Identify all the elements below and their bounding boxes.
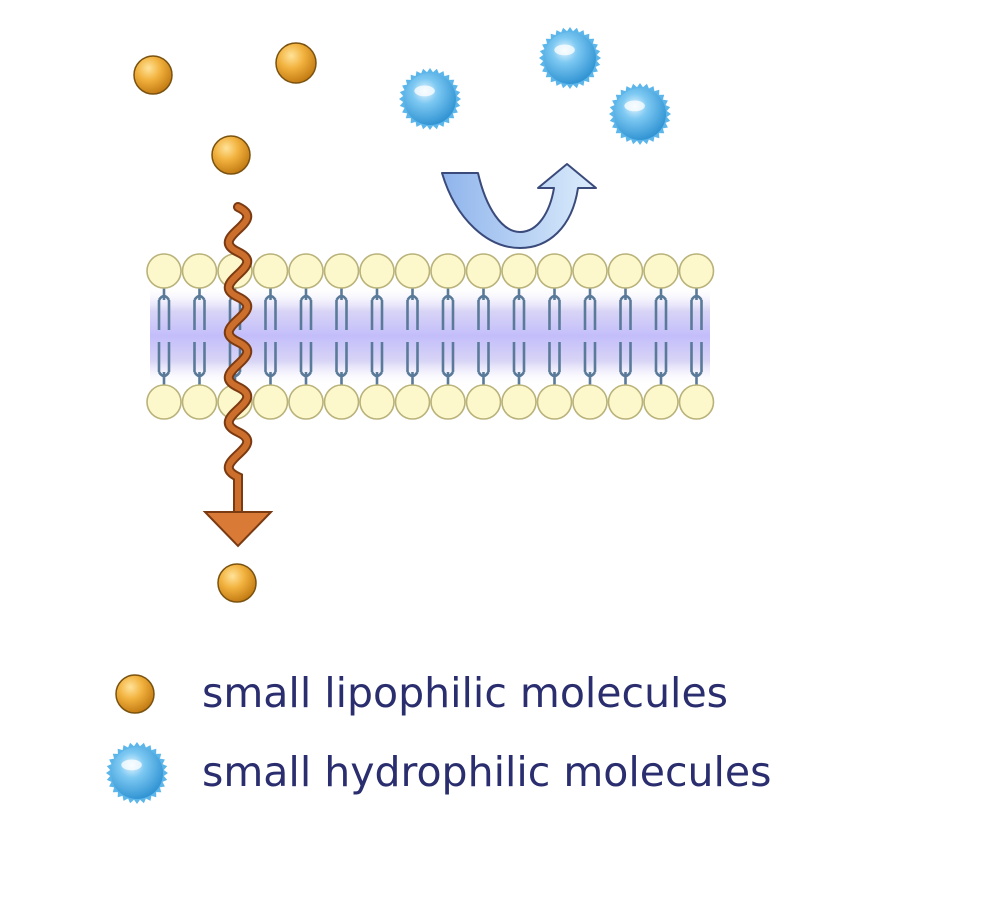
molecule-highlight	[121, 759, 142, 771]
molecule-body	[404, 73, 456, 125]
lipid-head	[465, 384, 502, 420]
lipid-head	[430, 384, 466, 420]
lipid-head	[288, 253, 324, 289]
lipid-head	[146, 253, 182, 289]
legend-item-hydrophilic: small hydrophilic molecules	[106, 742, 771, 804]
lipid-tail	[406, 342, 419, 386]
lipid-tails	[157, 288, 703, 386]
lipid-tail	[690, 288, 703, 330]
lipid-head	[572, 253, 608, 289]
lipid-head	[288, 384, 324, 420]
lipid-head	[394, 384, 431, 420]
lipid-head	[181, 253, 218, 289]
molecule-highlight	[554, 44, 575, 56]
lipophilic-molecule-icon	[217, 563, 257, 603]
lipid-head	[359, 253, 395, 289]
legend-item-lipophilic: small lipophilic molecules	[115, 669, 728, 717]
lipophilic-molecule-icon	[115, 674, 155, 714]
lipid-head	[323, 253, 360, 289]
lipid-tail	[157, 342, 171, 386]
hydrophilic-molecule-icon	[106, 742, 168, 804]
lipid-tail	[193, 342, 206, 386]
lipid-tail	[477, 342, 490, 386]
lipid-tail	[157, 288, 171, 330]
molecule-body	[111, 747, 163, 799]
lipid-tail	[406, 288, 419, 330]
lipid-head	[359, 384, 395, 420]
lipid-heads-top	[146, 253, 715, 289]
lipid-tail	[335, 288, 348, 330]
lipid-head	[252, 253, 289, 289]
lipid-head	[181, 384, 218, 420]
lipid-tail	[264, 288, 277, 330]
cell-membrane	[146, 253, 715, 420]
lipid-tail	[370, 342, 384, 386]
lipid-tail	[228, 342, 242, 386]
lipid-tail	[335, 342, 348, 386]
lipid-tail	[370, 288, 384, 330]
lipid-head	[252, 384, 289, 420]
lipid-head	[323, 384, 360, 420]
lipid-head	[501, 253, 537, 289]
deflection-arrow	[441, 163, 597, 249]
lipid-tail	[619, 288, 632, 330]
lipid-head	[607, 253, 644, 289]
lipid-tail	[619, 342, 632, 386]
legend-label-hydrophilic: small hydrophilic molecules	[202, 748, 771, 796]
lipid-tail	[654, 342, 668, 386]
lipid-head	[501, 384, 537, 420]
lipid-head	[678, 384, 715, 420]
lipid-head	[430, 253, 466, 289]
lipid-head	[536, 253, 573, 289]
lipid-tail	[477, 288, 490, 330]
lipid-head	[394, 253, 431, 289]
hydrophilic-molecule-icon	[399, 68, 461, 130]
lipid-tail	[583, 342, 597, 386]
lipid-head	[643, 253, 679, 289]
lipophilic-molecule-icon	[133, 55, 173, 95]
lipophilic-molecule-icon	[275, 42, 317, 84]
hydrophilic-molecule-icon	[539, 27, 601, 89]
diffusion-arrow	[202, 202, 274, 548]
lipid-head	[572, 384, 608, 420]
molecule-body	[614, 88, 666, 140]
lipid-tail	[193, 288, 206, 330]
legend-label-lipophilic: small lipophilic molecules	[202, 669, 728, 717]
lipid-tail	[441, 342, 455, 386]
legend: small lipophilic molecules small hydroph…	[106, 669, 771, 804]
lipid-tail	[299, 342, 313, 386]
lipid-tail	[583, 288, 597, 330]
lipid-tail	[548, 342, 561, 386]
lipid-tail	[654, 288, 668, 330]
lipid-head	[465, 253, 502, 289]
lipid-head	[536, 384, 573, 420]
lipid-tail	[512, 342, 526, 386]
lipid-tail	[441, 288, 455, 330]
lipophilic-molecule-icon	[211, 135, 251, 175]
lipid-tail	[512, 288, 526, 330]
molecule-highlight	[414, 85, 435, 97]
lipid-tail	[690, 342, 703, 386]
lipid-heads-bottom	[146, 384, 715, 420]
hydrophilic-molecule-icon	[609, 83, 671, 145]
lipid-head	[146, 384, 182, 420]
lipid-tail	[299, 288, 313, 330]
molecule-body	[544, 32, 596, 84]
molecule-highlight	[624, 100, 645, 112]
lipid-head	[678, 253, 715, 289]
lipid-tail	[264, 342, 277, 386]
lipid-head	[607, 384, 644, 420]
lipid-head	[643, 384, 679, 420]
lipid-tail	[548, 288, 561, 330]
